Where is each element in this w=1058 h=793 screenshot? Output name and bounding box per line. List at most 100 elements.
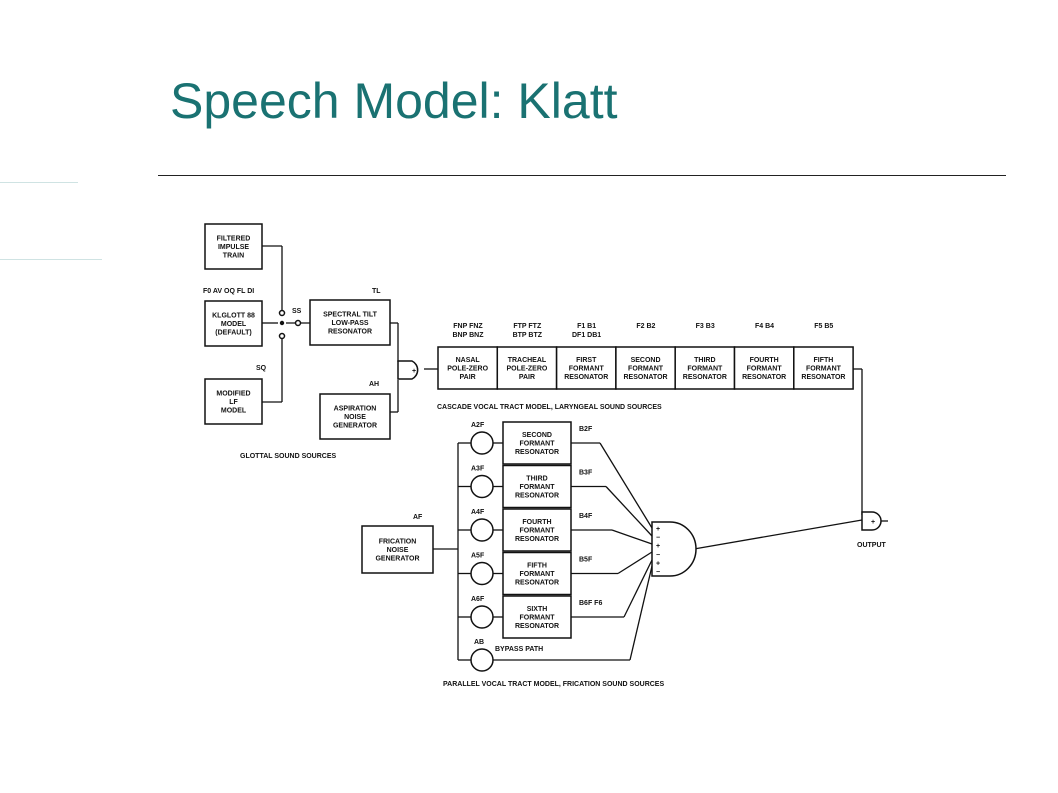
amplitude-control-a3f — [470, 474, 494, 499]
param-af: AF — [413, 514, 423, 521]
aspiration-noise-generator-label: ASPIRATION — [334, 406, 377, 413]
amplitude-control-a5f — [470, 561, 494, 586]
cascade-param: DF1 DB1 — [572, 332, 601, 339]
connector-line — [611, 529, 653, 545]
parallel-resonator-label: FORMANT — [520, 615, 556, 622]
parallel-resonator-label: RESONATOR — [515, 536, 559, 543]
summer-sign: + — [656, 560, 660, 567]
switch-pivot — [279, 320, 285, 326]
glottal-caption: GLOTTAL SOUND SOURCES — [240, 453, 337, 460]
parallel-caption: PARALLEL VOCAL TRACT MODEL, FRICATION SO… — [443, 681, 664, 688]
cascade-stage-label: FIRST — [576, 357, 597, 364]
cascade-param: BTP BTZ — [513, 332, 543, 339]
modified-lf-model-label: MODIFIED — [216, 391, 250, 398]
cascade-stage-box — [555, 346, 617, 390]
parallel-resonator-label: FOURTH — [522, 519, 551, 526]
parallel-resonator-box — [502, 421, 572, 465]
summer-sign: + — [656, 543, 660, 550]
cascade-stage-label: THIRD — [694, 357, 715, 364]
filtered-impulse-train-box — [204, 223, 263, 270]
summer-sign: − — [656, 535, 660, 542]
parallel-summer — [651, 521, 697, 577]
cascade-stage-label: FORMANT — [687, 366, 723, 373]
spectral-tilt-resonator-label: RESONATOR — [328, 329, 372, 336]
connector-line — [617, 551, 653, 575]
parallel-resonator-label: RESONATOR — [515, 493, 559, 500]
parallel-resonator-label: FORMANT — [520, 528, 556, 535]
connector-line — [623, 559, 653, 618]
spectral-tilt-resonator-box — [309, 299, 391, 346]
switch-contact — [278, 309, 286, 317]
filtered-impulse-train-label: TRAIN — [223, 253, 244, 260]
output-summer — [861, 511, 882, 531]
decorative-line — [0, 182, 78, 183]
slide-title: Speech Model: Klatt — [170, 73, 618, 129]
connector-line — [599, 442, 653, 529]
aspiration-noise-generator-label: NOISE — [344, 414, 366, 421]
cascade-stage-label: FIFTH — [814, 357, 834, 364]
parallel-resonator-label: RESONATOR — [515, 580, 559, 587]
param-ss: SS — [292, 308, 302, 315]
cascade-param: F1 B1 — [577, 323, 596, 330]
cascade-stage-box — [793, 346, 854, 390]
cascade-stage-box — [674, 346, 736, 390]
parallel-resonator-box — [502, 595, 572, 639]
decorative-line — [0, 259, 102, 260]
cascade-caption: CASCADE VOCAL TRACT MODEL, LARYNGEAL SOU… — [437, 404, 662, 411]
cascade-stage-label: RESONATOR — [742, 374, 786, 381]
cascade-param: BNP BNZ — [453, 332, 485, 339]
parallel-band-param: B2F — [579, 426, 593, 433]
amplitude-control-a6f — [470, 605, 494, 629]
parallel-band-param: B5F — [579, 557, 593, 564]
cascade-stage-label: RESONATOR — [801, 374, 845, 381]
connector-line — [629, 565, 653, 661]
parallel-resonator-label: RESONATOR — [515, 623, 559, 630]
parallel-resonator-box — [502, 508, 572, 552]
cascade-stage-label: FORMANT — [569, 366, 605, 373]
summer-sign: + — [871, 519, 875, 526]
modified-lf-model-label: LF — [229, 399, 238, 406]
cascade-param: F2 B2 — [636, 323, 655, 330]
cascade-stage-box — [496, 346, 558, 390]
cascade-stage-box — [733, 346, 795, 390]
title-divider — [158, 175, 1006, 176]
parallel-resonator-label: FORMANT — [520, 484, 556, 491]
cascade-stage-label: FORMANT — [628, 366, 664, 373]
cascade-param: FNP FNZ — [453, 323, 483, 330]
cascade-stage-label: TRACHEAL — [508, 357, 547, 364]
frication-noise-generator-label: GENERATOR — [375, 556, 419, 563]
parallel-band-param: B6F F6 — [579, 600, 602, 607]
bypass-path-label: BYPASS PATH — [495, 646, 543, 653]
parallel-amp-param: A6F — [471, 596, 485, 603]
parallel-resonator-box — [502, 551, 572, 596]
parallel-resonator-label: RESONATOR — [515, 449, 559, 456]
connections — [262, 245, 863, 660]
spectral-tilt-resonator-label: LOW-PASS — [331, 320, 368, 327]
klglott88-model-label: KLGLOTT 88 — [212, 313, 255, 320]
cascade-stage-label: PAIR — [519, 374, 535, 381]
param-f0-row: F0 AV OQ FL DI — [203, 288, 254, 295]
cascade-param: F5 B5 — [814, 323, 833, 330]
cascade-stage-label: RESONATOR — [683, 374, 727, 381]
cascade-stage-label: RESONATOR — [564, 374, 608, 381]
parallel-band-param: B3F — [579, 470, 593, 477]
cascade-stage-label: RESONATOR — [624, 374, 668, 381]
cascade-stage-label: NASAL — [456, 357, 481, 364]
param-ah: AH — [369, 381, 379, 388]
summer-sign: − — [656, 552, 660, 559]
summer-sign: − — [656, 569, 660, 576]
parallel-resonator-label: SIXTH — [527, 606, 548, 613]
modified-lf-model-box — [204, 378, 263, 425]
klglott88-model-box — [204, 300, 263, 347]
cascade-stage-label: POLE-ZERO — [507, 366, 548, 373]
parallel-amp-param: A3F — [471, 466, 485, 473]
cascade-param: FTP FTZ — [513, 323, 542, 330]
switch-contact — [294, 319, 302, 327]
bypass-amp-param: AB — [474, 639, 484, 646]
switch-contact — [278, 332, 286, 340]
spectral-tilt-resonator-label: SPECTRAL TILT — [323, 312, 378, 319]
cascade-stage-box — [615, 346, 676, 390]
parallel-amp-param: A4F — [471, 509, 485, 516]
filtered-impulse-train-label: IMPULSE — [218, 244, 249, 251]
